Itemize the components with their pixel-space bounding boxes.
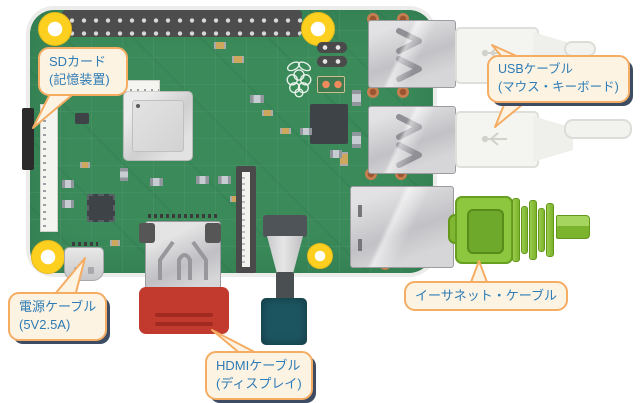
callout-hdmi-cable: HDMIケーブル (ディスプレイ) [205,351,313,400]
sd-card [22,108,34,170]
mounting-hole [38,12,72,46]
callout-power-cable: 電源ケーブル (5V2.5A) [8,292,108,341]
smd-component [262,110,273,116]
smd-component [250,95,264,103]
micro-usb-power-port [64,247,104,281]
ethernet-strain-rib [546,203,554,257]
callout-line: (マウス・キーボード) [498,79,619,94]
hdmi-pin-row [148,214,220,218]
smd-component [214,42,226,49]
usb-symbol-icon [481,132,507,146]
power-port-contact [88,267,94,274]
smd-component [280,128,291,134]
smd-component [120,168,128,181]
ethernet-port [350,186,454,268]
usb-port-bottom [368,106,456,174]
ethernet-port-slot [358,205,362,217]
ethernet-cable-plug [455,196,513,264]
hdmi-plug-stripe [155,322,213,326]
ethernet-strain-rib [538,208,545,252]
smd-component [196,176,209,184]
csi-camera-connector [236,166,256,273]
audio-cable-plug [261,298,307,345]
smd-component [62,200,74,208]
callout-line: HDMIケーブル [216,358,301,373]
ethernet-wire [556,215,590,239]
smd-component [330,150,342,158]
callout-line: SDカード [49,54,107,69]
copper-pad [397,86,409,98]
callout-sd-card: SDカード (記憶装置) [38,47,128,96]
ethernet-port-slot [358,239,362,251]
smd-component [352,132,361,148]
callout-line: (ディスプレイ) [216,376,302,392]
smd-component [340,152,348,166]
raspberry-pi-logo-icon [286,61,312,98]
cpu-chip-lid [132,100,184,152]
power-management-chip [87,194,115,222]
smd-component [218,176,231,184]
gpio-header [62,10,302,37]
copper-pad [367,86,379,98]
callout-line: 電源ケーブル [19,299,97,314]
mounting-hole [301,12,335,46]
callout-line: (記憶装置) [49,72,110,88]
hdmi-clamp [205,223,221,243]
hdmi-cable-plug [139,287,229,334]
lan-controller-chip [310,104,348,144]
power-pin-row [72,242,98,246]
callout-line: USBケーブル [498,62,573,76]
ethernet-strain-rib [512,198,520,262]
ethernet-strain-rib [521,206,528,254]
callout-line: イーサネット・ケーブル [415,288,557,303]
callout-line: (5V2.5A) [19,317,71,333]
poe-header-row [317,42,347,53]
poe-header-row [317,56,347,67]
smd-component [80,162,90,168]
display-ribbon-connector [40,104,58,232]
smd-component [150,178,163,186]
cpu-chip [123,91,193,161]
hdmi-clamp [139,223,155,243]
hdmi-port-shield [158,240,208,280]
callout-ethernet-cable: イーサネット・ケーブル [404,281,568,312]
usb-port-top [368,20,456,88]
audio-jack [263,215,307,237]
poe-header [317,42,347,68]
ethernet-strain-rib [529,200,537,260]
smd-component [352,90,361,106]
csi-ribbon-strip [242,172,250,267]
smd-component [62,180,74,188]
smd-component [110,240,120,246]
callout-usb-cable: USBケーブル (マウス・キーボード) [487,55,630,103]
audio-plug-ferrule [276,272,294,300]
smd-component [300,128,312,135]
smd-component [232,56,244,63]
run-header-pads [317,76,345,93]
usb-cable-bottom-wire [564,119,632,139]
small-chip [75,113,89,124]
ethernet-plug-window [467,209,504,254]
cpu-pin1-dot [136,104,140,108]
usb-cable-bottom-connector [455,111,539,168]
hdmi-plug-stripe [155,313,213,317]
power-port-contact [74,267,80,274]
mounting-hole [31,240,65,274]
mounting-hole [307,243,333,269]
